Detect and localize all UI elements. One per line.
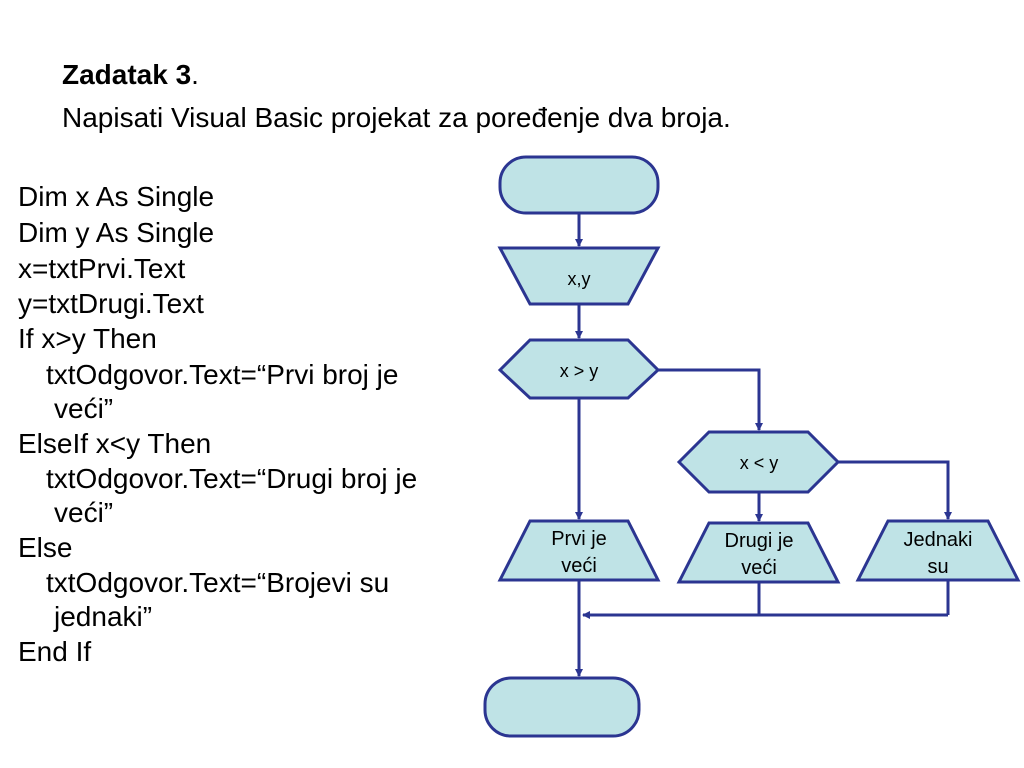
decision-x-greater-y <box>497 338 661 400</box>
out3-label-line2: su <box>927 556 948 578</box>
output-prvi-veci <box>497 519 661 582</box>
code-line: txtOdgovor.Text=“Drugi broj je <box>46 463 418 494</box>
input-label: x,y <box>567 269 590 289</box>
task-heading: Zadatak 3. <box>62 58 199 92</box>
out1-label-line2: veći <box>561 555 597 577</box>
code-line: x=txtPrvi.Text <box>18 253 186 284</box>
code-line: Else <box>18 532 73 563</box>
flow-nodes <box>483 155 1021 738</box>
code-line: If x>y Then <box>18 323 157 354</box>
code-line: jednaki” <box>54 601 153 632</box>
out2-label-line2: veći <box>741 557 777 579</box>
code-line: txtOdgovor.Text=“Prvi broj je <box>46 359 399 390</box>
arrow-decision2-no <box>838 460 952 520</box>
code-line: y=txtDrugi.Text <box>18 288 204 319</box>
output-jednaki <box>855 519 1021 582</box>
code-line: veći” <box>54 497 114 528</box>
task-number: Zadatak 3 <box>62 59 192 90</box>
out3-label-line1: Jednaki <box>904 529 973 551</box>
end-terminator <box>483 676 641 738</box>
out2-label-line1: Drugi je <box>725 530 794 552</box>
input-node <box>497 246 661 306</box>
code-line: End If <box>18 636 92 667</box>
task-heading-dot: . <box>191 59 199 90</box>
flow-connectors <box>575 213 952 677</box>
code-line: veći” <box>54 393 114 424</box>
code-line: txtOdgovor.Text=“Brojevi su <box>46 567 390 598</box>
arrow-decision1-no <box>658 368 763 431</box>
out1-label-line1: Prvi je <box>551 528 607 550</box>
decision1-label: x > y <box>560 361 599 381</box>
code-line: Dim y As Single <box>18 217 215 248</box>
output-drugi-veci <box>676 521 841 584</box>
decision-x-less-y <box>676 430 841 494</box>
code-line: ElseIf x<y Then <box>18 428 212 459</box>
code-line: Dim x As Single <box>18 181 215 212</box>
decision2-label: x < y <box>740 453 779 473</box>
start-terminator <box>498 155 660 215</box>
task-description: Napisati Visual Basic projekat za poređe… <box>62 102 731 133</box>
